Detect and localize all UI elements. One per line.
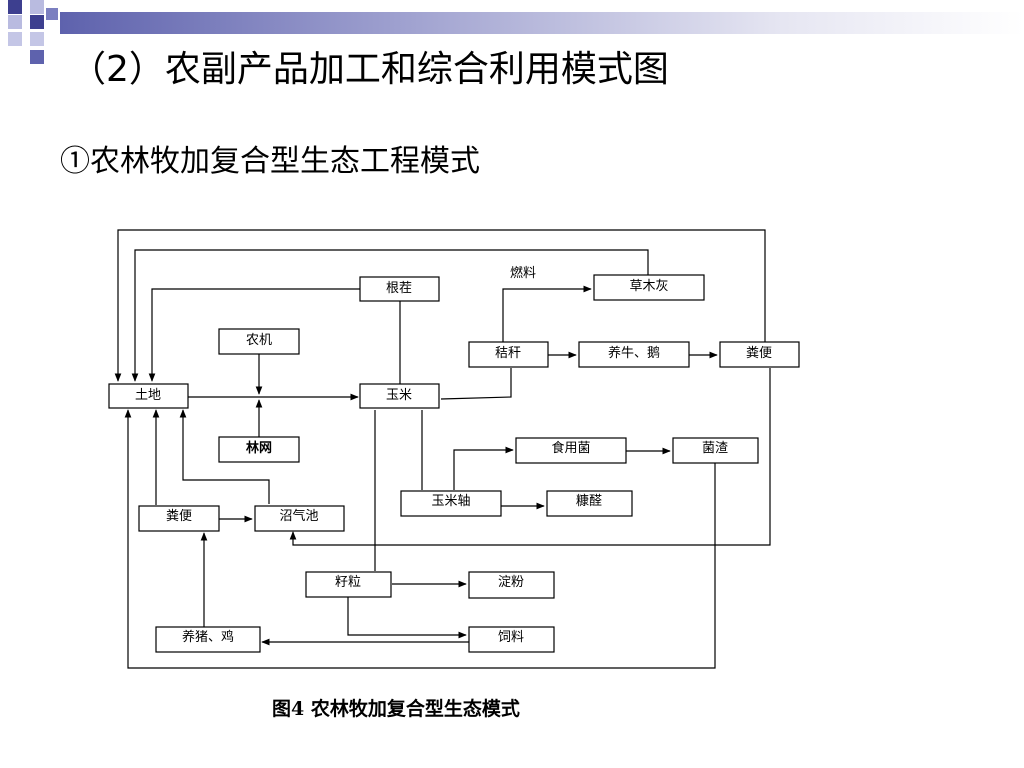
edge-straw-to-ash	[502, 285, 592, 342]
edge-corn-to-straw	[440, 368, 512, 400]
edge-cob-to-mushroom	[453, 446, 514, 490]
node-furfural: 糠醛	[546, 490, 633, 517]
edge-stubble-to-land	[148, 288, 360, 382]
corner-square	[30, 50, 44, 64]
corner-square	[30, 0, 44, 14]
node-manure-left: 粪便	[138, 505, 220, 532]
node-grain: 籽粒	[305, 571, 392, 598]
node-machinery-label: 农机	[246, 333, 272, 348]
node-land-label: 土地	[135, 388, 161, 403]
corner-square	[46, 8, 58, 20]
figure-caption: 图4 农林牧加复合型生态模式	[272, 698, 520, 720]
corner-square	[8, 0, 22, 14]
node-mushroom-residue: 菌渣	[672, 437, 759, 464]
node-feed-label: 饲料	[498, 630, 524, 645]
corner-square	[30, 32, 44, 46]
edge-grain-to-feed	[347, 597, 467, 639]
node-manure-top-label: 粪便	[746, 346, 772, 361]
edge-biogas-to-land	[179, 409, 270, 504]
node-manure-left-label: 粪便	[166, 509, 192, 524]
node-forest-net: 林网	[218, 436, 300, 463]
node-biogas: 沼气池	[254, 505, 345, 532]
node-grain-label: 籽粒	[335, 575, 361, 590]
node-straw: 秸秆	[468, 341, 549, 368]
node-corn-cob: 玉米轴	[400, 490, 502, 517]
node-corn: 玉米	[359, 383, 440, 409]
edge-residue-to-land	[124, 409, 716, 669]
corner-square	[8, 32, 22, 46]
node-pig-chicken: 养猪、鸡	[155, 626, 261, 653]
slide-title: （2）农副产品加工和综合利用模式图	[70, 49, 669, 90]
node-mushroom: 食用菌	[515, 437, 627, 464]
node-biogas-label: 沼气池	[279, 508, 318, 524]
node-ash-label: 草木灰	[629, 279, 668, 294]
edge-label-fuel: 燃料	[510, 265, 536, 281]
node-ash: 草木灰	[593, 274, 705, 301]
node-starch-label: 淀粉	[498, 575, 524, 590]
node-pig-chicken-label: 养猪、鸡	[182, 629, 234, 645]
node-mushroom-residue-label: 菌渣	[702, 441, 728, 456]
node-furfural-label: 糠醛	[576, 493, 602, 509]
node-mushroom-label: 食用菌	[551, 440, 590, 456]
corner-square	[30, 15, 44, 29]
node-forest-net-label: 林网	[246, 440, 272, 456]
title-gradient-bar	[60, 12, 1024, 34]
node-corn-cob-label: 玉米轴	[431, 494, 470, 509]
node-land: 土地	[108, 383, 189, 409]
node-manure-top: 粪便	[719, 341, 800, 368]
node-straw-label: 秸秆	[495, 346, 521, 361]
slide-subtitle: ①农林牧加复合型生态工程模式	[60, 144, 480, 179]
node-cattle-goose: 养牛、鹅	[578, 341, 690, 368]
node-cattle-goose-label: 养牛、鹅	[608, 345, 660, 361]
corner-square	[8, 15, 22, 29]
node-stubble: 根茬	[359, 276, 440, 302]
node-machinery: 农机	[218, 328, 300, 355]
edge-ash-to-land	[131, 249, 649, 382]
edge-manure-top-to-biogas	[289, 368, 771, 546]
edge-manure-top-to-land	[114, 229, 766, 382]
node-feed: 饲料	[468, 626, 555, 653]
node-stubble-label: 根茬	[386, 281, 412, 296]
node-starch: 淀粉	[468, 571, 555, 599]
connectors	[114, 229, 771, 669]
node-corn-label: 玉米	[386, 388, 412, 403]
